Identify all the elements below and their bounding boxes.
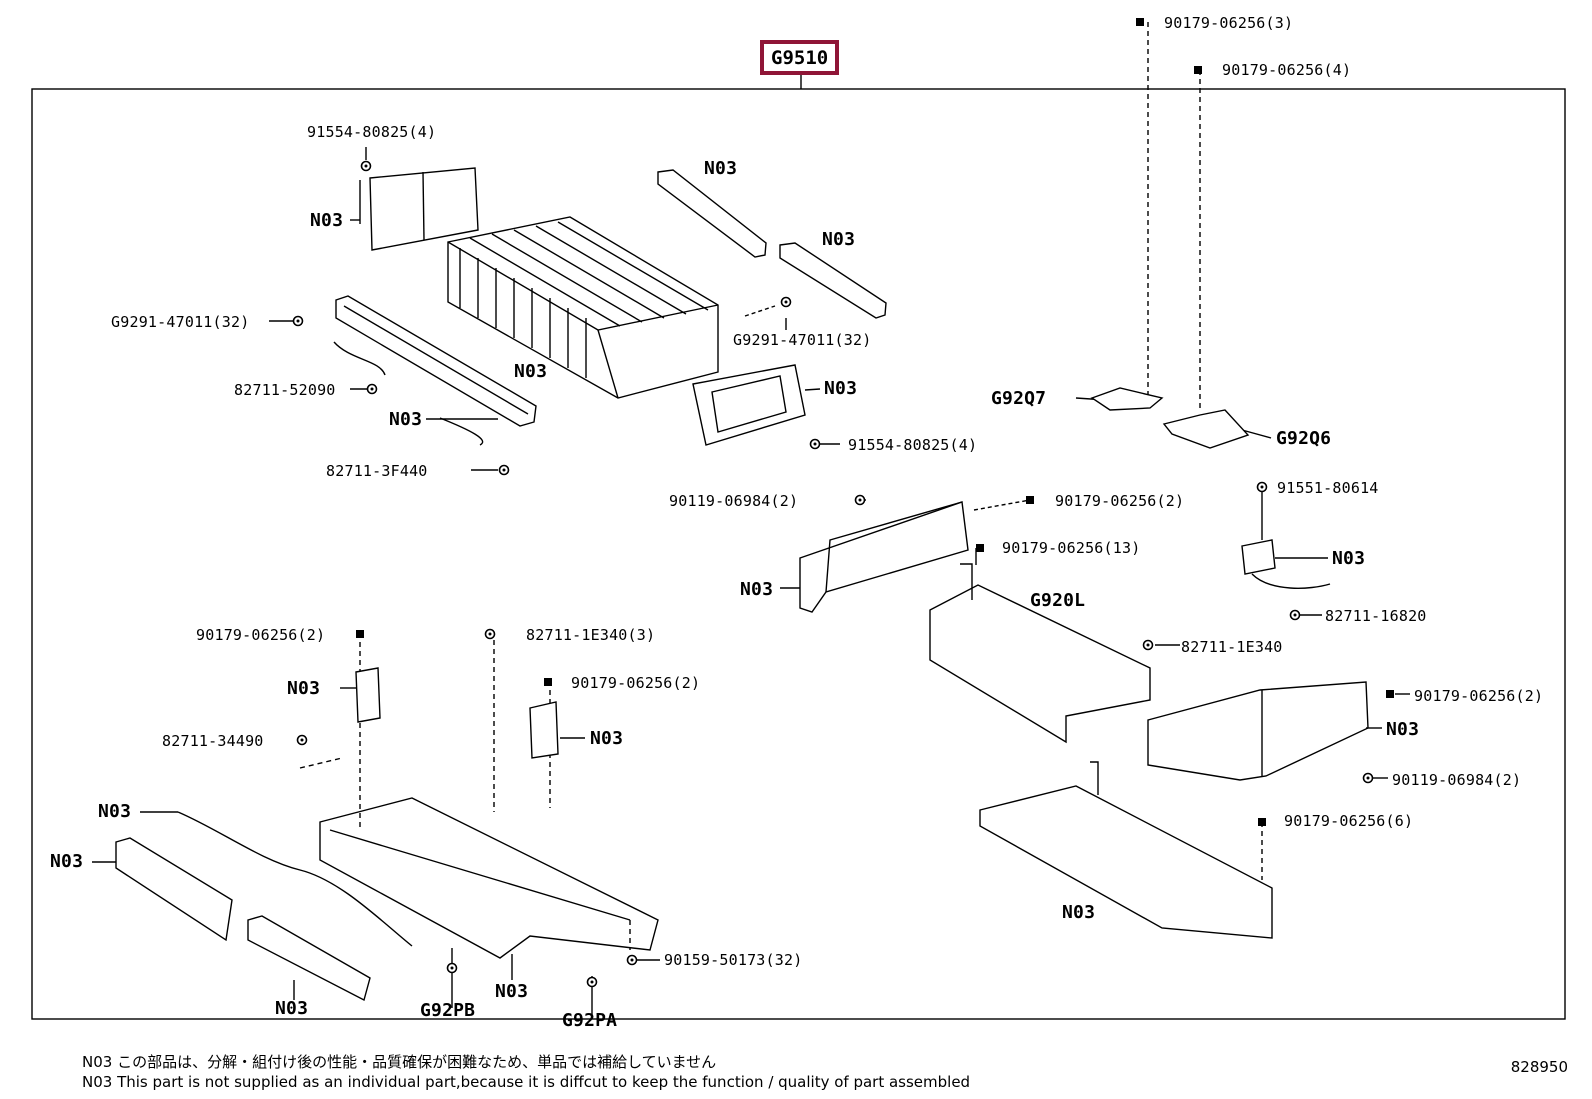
label-g920l[interactable]: G920L <box>1030 590 1086 611</box>
air-duct-part <box>799 501 969 613</box>
label-g92q6[interactable]: G92Q6 <box>1276 428 1332 449</box>
note-japanese: N03 この部品は、分解・組付け後の性能・品質確保が困難なため、単品では補給して… <box>82 1053 717 1071</box>
label-90179-2d[interactable]: 90179-06256(2) <box>1414 687 1544 705</box>
left-rail-part-2 <box>247 915 371 1002</box>
note-english: N03 This part is not supplied as an indi… <box>82 1073 971 1091</box>
label-90159[interactable]: 90159-50173(32) <box>664 951 803 969</box>
label-n03-clamp1[interactable]: N03 <box>287 678 321 699</box>
label-82711-3f440[interactable]: 82711-3F440 <box>326 462 428 480</box>
label-g9291-right[interactable]: G9291-47011(32) <box>733 331 872 349</box>
battery-stack-part <box>447 216 719 399</box>
label-82711-16820[interactable]: 82711-16820 <box>1325 607 1427 625</box>
label-90119-right[interactable]: 90119-06984(2) <box>1392 771 1522 789</box>
label-n03-rail2[interactable]: N03 <box>275 998 309 1019</box>
label-90179-4[interactable]: 90179-06256(4) <box>1222 61 1352 79</box>
g92q7-bracket <box>1090 387 1164 411</box>
label-n03-tray[interactable]: N03 <box>1062 902 1096 923</box>
right-bracket-part <box>692 364 806 446</box>
top-bar-part-2 <box>779 242 887 319</box>
label-90179-2b[interactable]: 90179-06256(2) <box>196 626 326 644</box>
connector-part <box>1241 539 1331 589</box>
g92q6-bracket <box>1162 409 1250 449</box>
label-n03-bracket[interactable]: N03 <box>824 378 858 399</box>
clamp-bracket-1 <box>355 667 381 723</box>
part-code-box[interactable]: G9510 <box>760 40 840 75</box>
label-90179-2c[interactable]: 90179-06256(2) <box>571 674 701 692</box>
label-91554-mid[interactable]: 91554-80825(4) <box>848 436 978 454</box>
label-g92pa[interactable]: G92PA <box>562 1010 618 1031</box>
label-91554-top[interactable]: 91554-80825(4) <box>307 123 437 141</box>
part-code-label: G9510 <box>771 47 829 69</box>
mounting-plate-part <box>359 167 479 251</box>
label-n03-stack[interactable]: N03 <box>514 361 548 382</box>
label-n03-plate[interactable]: N03 <box>310 210 344 231</box>
wire-harness-part <box>177 811 413 947</box>
label-n03-duct2[interactable]: N03 <box>1386 719 1420 740</box>
label-90119-left[interactable]: 90119-06984(2) <box>669 492 799 510</box>
label-n03-harness[interactable]: N03 <box>98 801 132 822</box>
label-82711-52090[interactable]: 82711-52090 <box>234 381 336 399</box>
label-n03-duct[interactable]: N03 <box>740 579 774 600</box>
label-n03-bus[interactable]: N03 <box>389 409 423 430</box>
clamp-bracket-2 <box>529 701 559 759</box>
label-n03-tray-bottom[interactable]: N03 <box>495 981 529 1002</box>
label-n03-bar1[interactable]: N03 <box>704 158 738 179</box>
label-g9291-left[interactable]: G9291-47011(32) <box>111 313 250 331</box>
left-rail-part <box>115 837 233 942</box>
assembly-frame <box>31 88 1566 1020</box>
g920l-frame <box>929 563 1151 744</box>
label-n03-bar2[interactable]: N03 <box>822 229 856 250</box>
label-n03-rail[interactable]: N03 <box>50 851 84 872</box>
top-bar-part-1 <box>657 169 767 258</box>
reference-number: 828950 <box>1510 1058 1568 1076</box>
lower-right-tray <box>979 761 1273 939</box>
lower-left-tray <box>319 797 659 959</box>
label-90179-3[interactable]: 90179-06256(3) <box>1164 14 1294 32</box>
label-91551[interactable]: 91551-80614 <box>1277 479 1379 497</box>
right-duct-part <box>1147 681 1369 781</box>
bus-bar-module-part <box>335 295 537 427</box>
label-90179-13[interactable]: 90179-06256(13) <box>1002 539 1141 557</box>
label-n03-connector[interactable]: N03 <box>1332 548 1366 569</box>
label-82711-34490[interactable]: 82711-34490 <box>162 732 264 750</box>
label-82711-1e340[interactable]: 82711-1E340 <box>1181 638 1283 656</box>
label-90179-2a[interactable]: 90179-06256(2) <box>1055 492 1185 510</box>
label-n03-clamp2[interactable]: N03 <box>590 728 624 749</box>
label-82711-1e340-3[interactable]: 82711-1E340(3) <box>526 626 656 644</box>
label-90179-6[interactable]: 90179-06256(6) <box>1284 812 1414 830</box>
label-g92q7[interactable]: G92Q7 <box>991 388 1047 409</box>
label-g92pb[interactable]: G92PB <box>420 1000 476 1021</box>
